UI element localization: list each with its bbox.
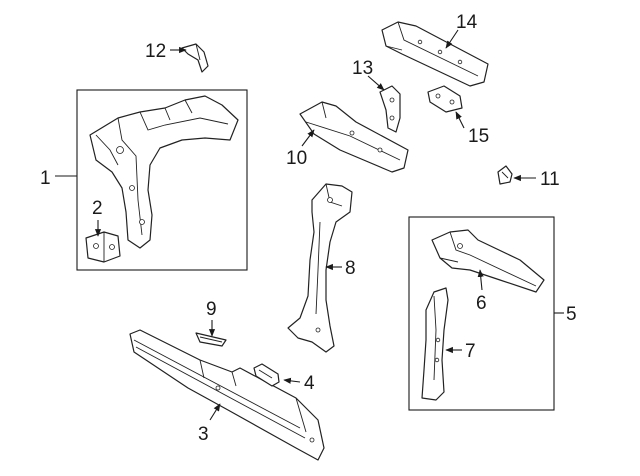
leader-14 [445,29,459,49]
leader-15 [455,111,465,129]
callout-15: 15 [468,126,489,147]
part-8-b-pillar [287,183,353,353]
callout-1: 1 [40,168,51,189]
callout-12: 12 [145,41,166,62]
part-12-bracket [181,43,209,73]
part-2-bracket [85,231,121,263]
callout-2: 2 [92,198,103,219]
callout-10: 10 [286,148,307,169]
leader-3 [209,403,221,421]
callout-5: 5 [566,304,577,325]
callout-6: 6 [476,293,487,314]
callout-13: 13 [352,58,373,79]
part-11-clip [497,165,513,185]
leader-10 [301,129,315,147]
callout-9: 9 [206,299,217,320]
callout-11: 11 [540,169,560,190]
callout-4: 4 [304,373,315,394]
group-box-1 [76,89,248,271]
callout-14: 14 [456,12,478,33]
part-13-bracket [379,85,401,133]
leader-4 [283,377,301,384]
part-6-roof-rail [431,229,545,293]
leader-13 [367,75,385,91]
leader-6 [477,269,484,291]
part-7-pillar [421,287,449,401]
part-1-pillar-assembly [89,95,239,249]
part-10-roof-bow [299,101,409,173]
part-3-rocker-panel [129,329,325,461]
callout-8: 8 [345,258,356,279]
part-9-bracket [195,332,227,347]
part-4-patch [253,363,280,387]
part-15-bracket [427,85,463,113]
callout-7: 7 [465,341,476,362]
part-14-roof-rail [381,21,489,87]
callout-3: 3 [198,424,209,445]
